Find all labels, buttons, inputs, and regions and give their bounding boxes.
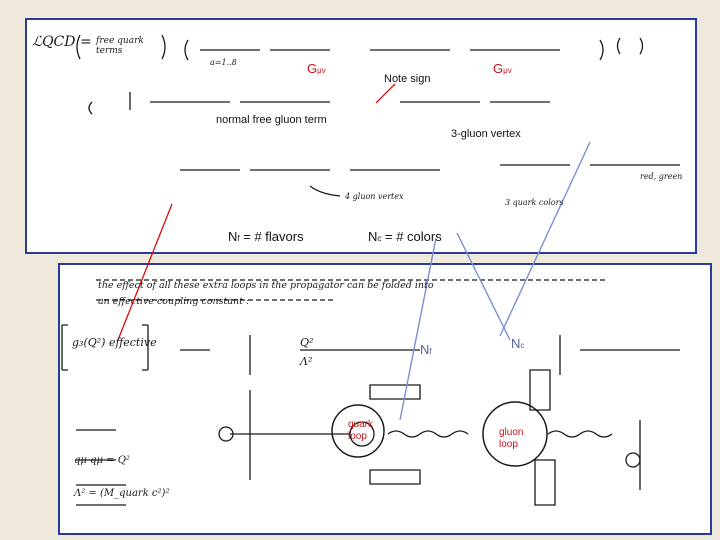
- nc-text: = # colors: [385, 229, 442, 244]
- q-squared-text: Q²: [300, 336, 313, 349]
- nf-bottom-label: Nf: [420, 342, 432, 357]
- nf-text: = # flavors: [243, 229, 303, 244]
- g-symbol: G: [307, 61, 317, 76]
- nf-symbol: N: [420, 342, 429, 357]
- lambda-squared-text: Λ²: [300, 355, 312, 368]
- three-gluon-vertex-label: 3-gluon vertex: [451, 128, 521, 140]
- nc-connector-line-2: [457, 233, 510, 340]
- red-green-subscript-text: red, green: [640, 172, 682, 181]
- g-subscript: μν: [503, 66, 512, 75]
- effect-text-line-2: an effective coupling constant :: [98, 296, 249, 307]
- free-quark-terms-text: free quark terms: [96, 36, 156, 56]
- nc-connector-line: [500, 142, 590, 336]
- g-subscript: μν: [317, 66, 326, 75]
- nf-symbol: N: [228, 229, 237, 244]
- nf-subscript: f: [237, 234, 239, 243]
- note-sign-label: Note sign: [384, 73, 430, 85]
- red-connector-line: [118, 204, 172, 340]
- q-definition-text: qμ qμ = Q²: [74, 455, 130, 466]
- lagrangian-symbol: ℒQCD =: [32, 34, 92, 50]
- lambda-definition-text: Λ² = (M_quark c²)²: [74, 488, 169, 499]
- effect-text-line-1: the effect of all these extra loops in t…: [98, 280, 434, 291]
- nc-subscript: c: [520, 341, 524, 350]
- quark-loop-label: quark loop: [348, 419, 373, 443]
- three-quark-colors-text: 3 quark colors: [505, 198, 564, 207]
- nc-symbol: N: [368, 229, 377, 244]
- normal-free-gluon-term-label: normal free gluon term: [216, 114, 327, 126]
- four-gluon-vertex-text: 4 gluon vertex: [345, 192, 404, 201]
- brace-right: [162, 35, 165, 59]
- nf-connector-line: [400, 238, 436, 420]
- nc-symbol: N: [511, 336, 520, 351]
- n-flavors-definition: Nf = # flavors: [228, 229, 304, 244]
- g-mu-nu-right-label: Gμν: [493, 61, 512, 76]
- n-colors-definition: Nc = # colors: [368, 229, 442, 244]
- nf-subscript: f: [429, 347, 431, 356]
- sum-index-text: a=1..8: [210, 58, 237, 67]
- g-symbol: G: [493, 61, 503, 76]
- gluon-loop-label: gluon loop: [499, 427, 523, 451]
- nc-bottom-label: Nc: [511, 336, 524, 351]
- note-sign-arrow: [376, 84, 395, 103]
- effective-coupling-text: g₃(Q²) effective: [72, 336, 157, 349]
- nc-subscript: c: [377, 234, 381, 243]
- g-mu-nu-left-label: Gμν: [307, 61, 326, 76]
